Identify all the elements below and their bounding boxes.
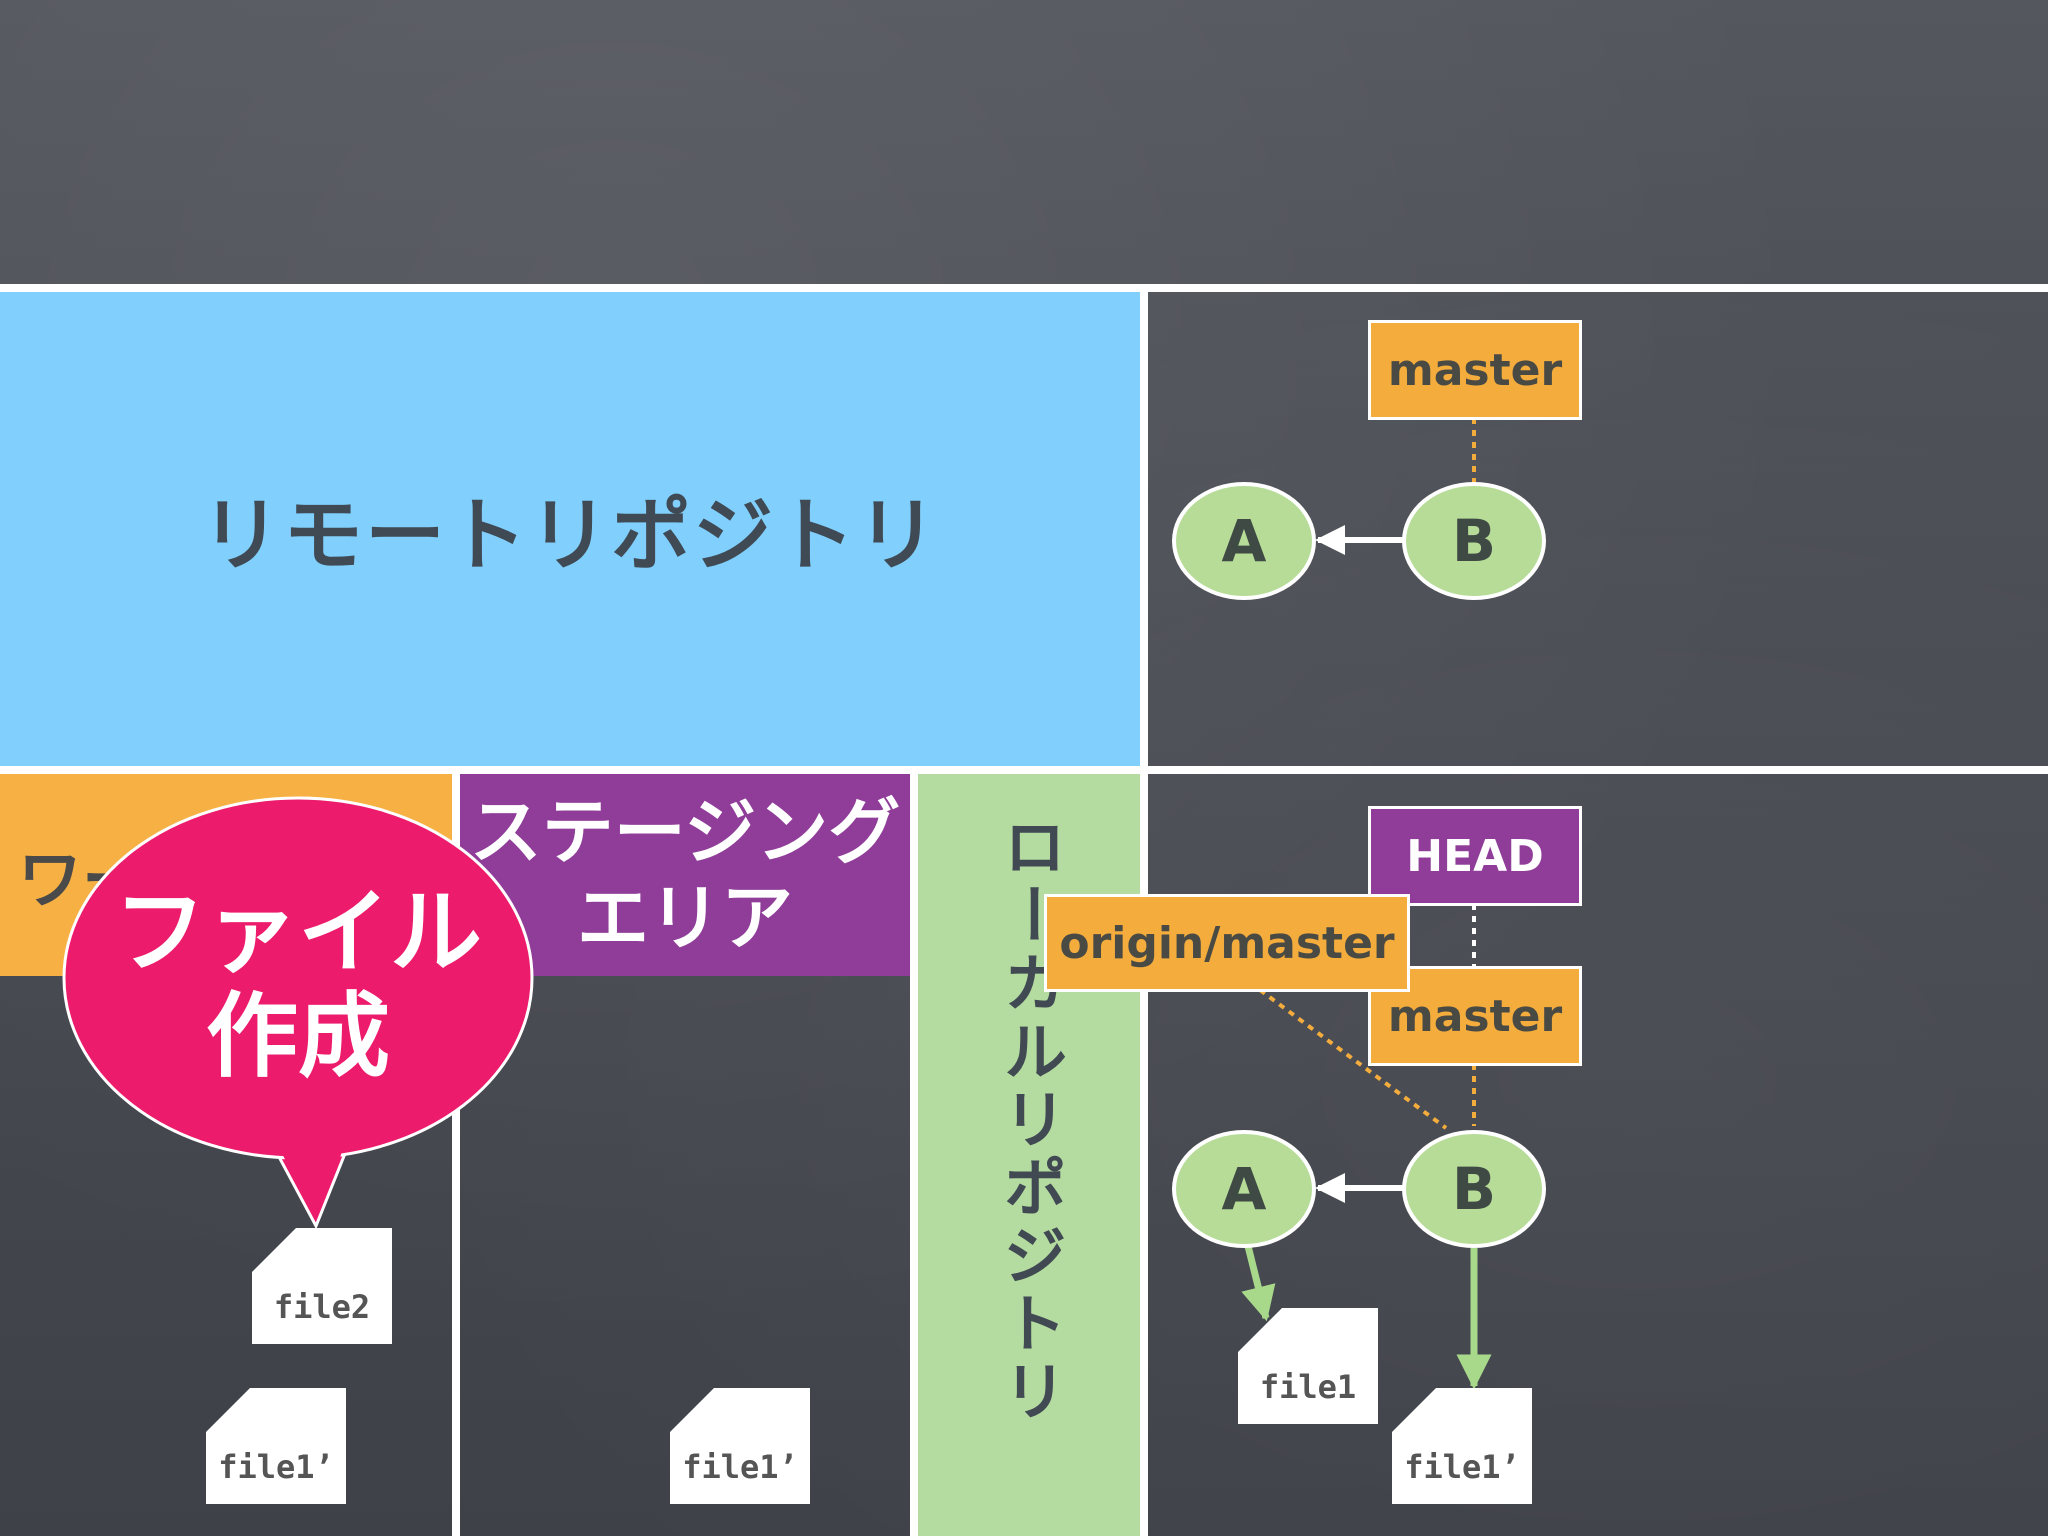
local-commit-a: A	[1172, 1130, 1316, 1248]
local-commit-b: B	[1402, 1130, 1546, 1248]
local-file1-icon: file1	[1238, 1308, 1378, 1424]
local-file1-label: file1	[1259, 1368, 1357, 1406]
middle-divider	[0, 766, 2048, 774]
local-column-divider	[1140, 774, 1148, 1536]
callout-line2: 作成	[205, 983, 390, 1090]
origin-master-tag: origin/master	[1044, 894, 1410, 992]
callout-line1: ファイル	[113, 879, 482, 986]
origin-master-pointer	[1258, 988, 1448, 1130]
staging-area-header: ステージング エリア	[460, 774, 910, 976]
local-repository-strip: ローカルリポジトリ	[918, 774, 1140, 1536]
head-tag: HEAD	[1368, 806, 1582, 906]
staging-file1-modified-label: file1’	[682, 1448, 798, 1486]
commit-a-tree-arrow	[1241, 1245, 1276, 1322]
remote-master-tag: master	[1368, 320, 1582, 420]
staging-title-line1: ステージング	[469, 790, 901, 874]
working-file2-label: file2	[273, 1288, 371, 1326]
working-file1-modified-label: file1’	[218, 1448, 334, 1486]
remote-commit-b: B	[1402, 482, 1546, 600]
file-create-callout: ファイル 作成	[64, 880, 532, 1090]
remote-column-divider	[1140, 292, 1148, 766]
working-column-divider	[452, 774, 460, 1536]
staging-column-divider	[910, 774, 918, 1536]
local-file1-modified-label: file1’	[1404, 1448, 1520, 1486]
remote-commit-a: A	[1172, 482, 1316, 600]
remote-repository-title: リモートリポジトリ	[201, 489, 939, 582]
remote-repository-panel: リモートリポジトリ	[0, 292, 1140, 766]
top-divider	[0, 284, 2048, 292]
staging-title-line2: エリア	[576, 876, 793, 960]
